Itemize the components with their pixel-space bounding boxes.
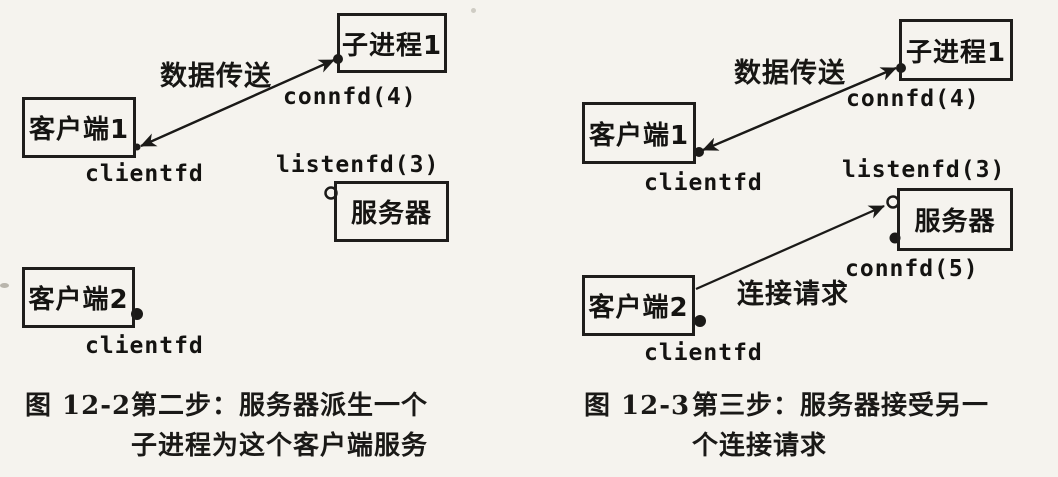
fig2-box-client-2: 客户端2 <box>22 267 135 328</box>
fig3-box-child-process-1-label: 子进程1 <box>905 37 1007 68</box>
fig2-box-child-process-1: 子进程1 <box>337 13 447 73</box>
fig3-caption-line1: 第三步：服务器接受另一 <box>692 391 990 421</box>
fig2-box-server: 服务器 <box>334 181 449 242</box>
fig3-label-clientfd-client2: clientfd <box>644 340 763 366</box>
fig2-box-client-1: 客户端1 <box>22 97 136 158</box>
fig3-caption-number: 图 12-3 <box>584 391 691 421</box>
fig2-label-listenfd3: listenfd(3) <box>276 152 440 178</box>
fig2-box-client-1-label: 客户端1 <box>28 115 130 145</box>
fig3-box-child-process-1: 子进程1 <box>899 19 1013 81</box>
fig3-caption-line2: 个连接请求 <box>692 431 828 461</box>
fig3-label-clientfd-client1: clientfd <box>644 170 763 196</box>
fig3-label-data-transfer: 数据传送 <box>734 58 846 89</box>
fig2-caption-line2: 子进程为这个客户端服务 <box>131 431 429 461</box>
fig2-box-child-process-1-label: 子进程1 <box>341 30 443 61</box>
fig3-label-listenfd3: listenfd(3) <box>842 157 1006 183</box>
fig2-caption-number: 图 12-2 <box>25 391 132 421</box>
fig3-clientfd1-dot <box>694 147 704 157</box>
fig3-box-server-label: 服务器 <box>914 207 996 237</box>
fig3-label-connfd5: connfd(5) <box>845 256 979 282</box>
fig2-caption-line1: 第二步：服务器派生一个 <box>131 391 429 421</box>
fig2-label-connfd4: connfd(4) <box>283 84 417 110</box>
fig3-label-connect-request: 连接请求 <box>737 279 849 310</box>
fig2-label-data-transfer: 数据传送 <box>160 61 272 92</box>
fig3-box-client-2: 客户端2 <box>582 275 695 336</box>
scan-artifact <box>0 283 9 288</box>
fig2-box-server-label: 服务器 <box>350 199 432 229</box>
fig2-label-clientfd-client2: clientfd <box>85 333 204 359</box>
fig2-box-client-2-label: 客户端2 <box>28 285 129 315</box>
fig2-data-transfer-arrow-reverse <box>140 58 335 148</box>
fig3-connect-request-arrow <box>695 204 885 291</box>
fig3-box-client-1-label: 客户端1 <box>588 120 690 151</box>
fig3-box-server: 服务器 <box>897 188 1013 251</box>
fig3-box-client-2-label: 客户端2 <box>588 293 689 323</box>
fig2-label-clientfd-client1: clientfd <box>85 161 204 187</box>
fig3-data-transfer-arrow-reverse <box>702 66 897 152</box>
fig3-label-connfd4: connfd(4) <box>846 86 980 112</box>
fig3-clientfd2-dot <box>694 315 706 327</box>
scan-artifact <box>471 8 476 13</box>
fig3-box-client-1: 客户端1 <box>582 102 696 164</box>
fig2-connectors <box>131 54 343 320</box>
fig3-connectors <box>694 63 906 327</box>
